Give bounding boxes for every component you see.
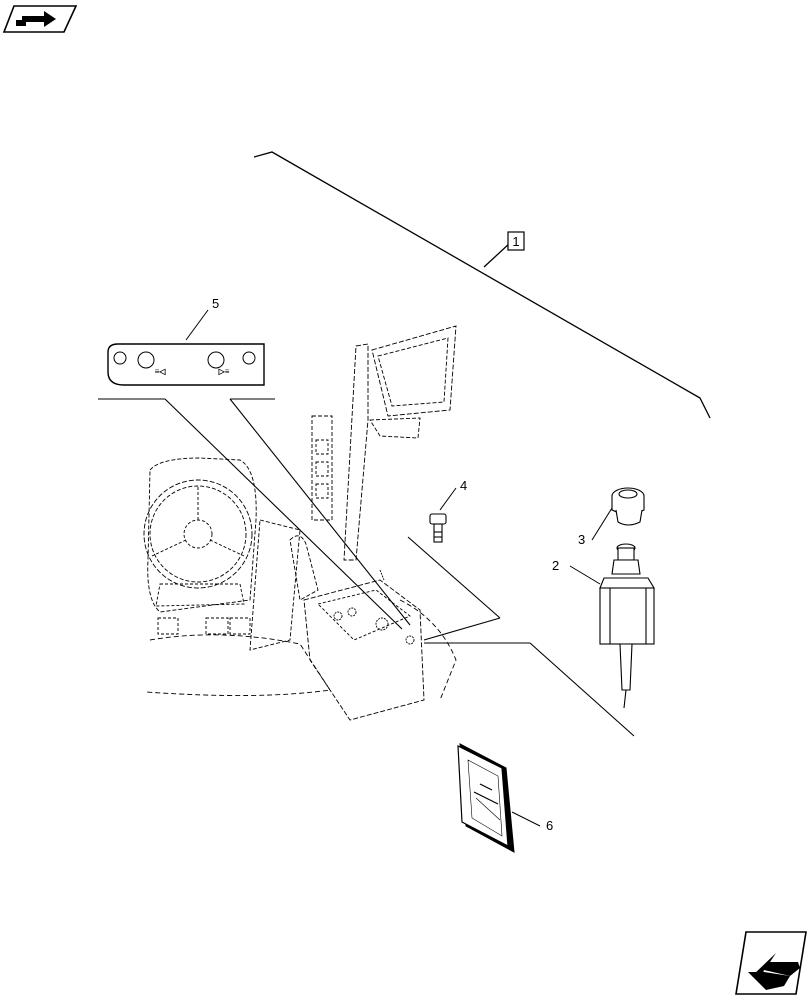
previous-page-icon[interactable] [2, 5, 78, 33]
leader-4 [439, 487, 457, 511]
decal-hole-button-left [137, 351, 155, 369]
decal-symbol-left: ≡◁ [155, 367, 167, 376]
decal-panel: ≡◁ ▷≡ [107, 343, 265, 386]
decal-hole-button-right [207, 351, 225, 369]
steering-wheel [143, 479, 253, 589]
leader-3 [591, 507, 613, 541]
callout-5-label: 5 [212, 296, 219, 311]
leader-5 [185, 309, 209, 341]
plug-part [429, 513, 447, 543]
decal-hole-right [242, 351, 256, 365]
switch-part [599, 543, 655, 709]
cab-interior-view [143, 325, 457, 721]
leader-2 [569, 565, 601, 585]
manual-part [457, 743, 515, 853]
leader-6 [511, 811, 541, 827]
decal-zoom-lines [98, 398, 411, 630]
decal-hole-left [113, 351, 127, 365]
decal-symbol-right: ▷≡ [218, 367, 230, 376]
callout-1-label: 1 [512, 234, 519, 249]
next-page-icon[interactable] [735, 931, 807, 995]
switch-zoom-lines [407, 536, 635, 737]
assembly-bracket [253, 151, 711, 419]
callout-3-label: 3 [578, 532, 585, 547]
callout-1-box: 1 [507, 231, 525, 251]
callout-4-label: 4 [460, 478, 467, 493]
knob-part [611, 487, 645, 526]
callout-2-label: 2 [552, 558, 559, 573]
callout-6-label: 6 [546, 818, 553, 833]
